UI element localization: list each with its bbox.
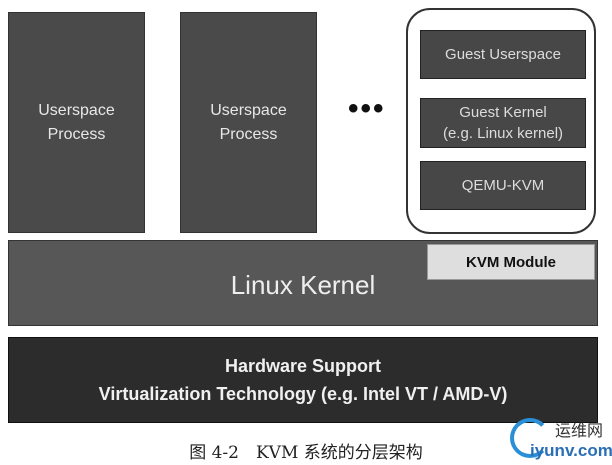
qemu-kvm-box: QEMU-KVM xyxy=(420,161,586,210)
guest-kernel-label: Guest Kernel xyxy=(459,104,547,121)
watermark-site: iyunv.com xyxy=(530,441,612,460)
guest-kernel-example: (e.g. Linux kernel) xyxy=(442,125,564,142)
hardware-subtitle: Virtualization Technology (e.g. Intel VT… xyxy=(98,384,508,404)
guest-vm-container xyxy=(406,8,596,234)
hardware-layer: Hardware Support Virtualization Technolo… xyxy=(8,337,598,423)
watermark-cn: 运维网 xyxy=(555,421,604,440)
watermark-logo: 运维网 iyunv.com xyxy=(505,415,612,465)
guest-userspace-box: Guest Userspace xyxy=(420,30,586,79)
watermark-swoosh-icon xyxy=(510,418,550,458)
kvm-module-box: KVM Module xyxy=(427,244,595,280)
hardware-title: Hardware Support xyxy=(224,356,382,376)
figure-caption: 图 4-2 KVM 系统的分层架构 xyxy=(189,443,423,463)
process-label: Userspace Process xyxy=(38,101,115,143)
userspace-process-box-2: Userspace Process xyxy=(180,12,317,233)
linux-kernel-label: Linux Kernel xyxy=(230,269,376,300)
process-label: Userspace Process xyxy=(210,101,287,143)
guest-kernel-box: Guest Kernel (e.g. Linux kernel) xyxy=(420,98,586,148)
userspace-process-box-1: Userspace Process xyxy=(8,12,145,233)
ellipsis: ••• xyxy=(348,92,386,125)
